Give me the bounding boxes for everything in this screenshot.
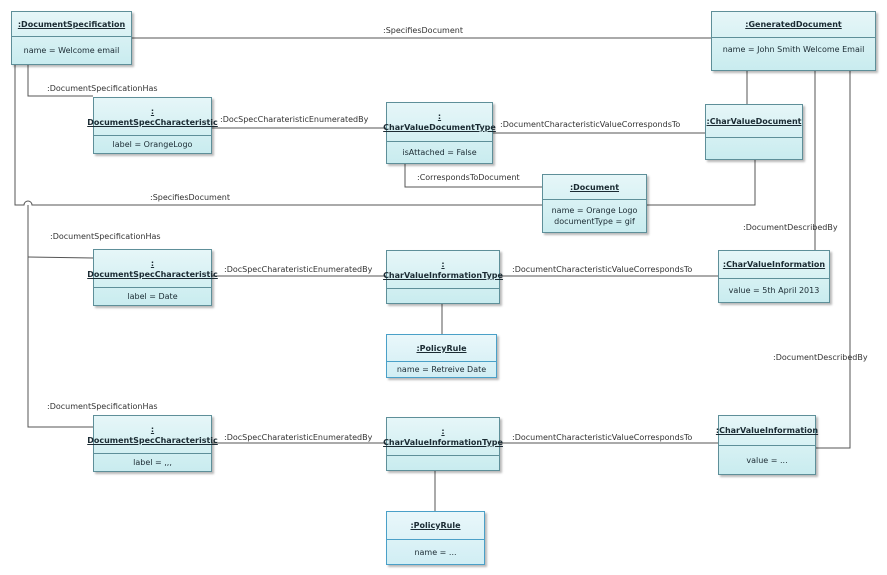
label-doc-spec-has-1: :DocumentSpecificationHas [47,84,158,93]
link-left-trunk[interactable] [27,205,93,428]
label-specifies-document-top: :SpecifiesDocument [383,26,463,35]
object-title: :CharValueInformation [715,426,819,435]
object-title-prefix: : [150,106,155,116]
label-specifies-document-mid: :SpecifiesDocument [150,193,230,202]
object-char-value-information-type-1[interactable]: : CharValueInformationType [383,250,503,304]
object-title: DocumentSpecCharacteristic [87,269,218,279]
object-char-value-document-type[interactable]: : CharValueDocumentType isAttached = Fal… [383,102,496,164]
object-document-specification[interactable]: :DocumentSpecification name = Welcome em… [11,11,132,65]
label-enumerated-by-3: :DocSpecCharateristicEnumeratedBy [224,433,373,442]
object-title-area: : DocumentSpecCharacteristic [87,98,218,136]
object-attribute: documentType = gif [554,217,635,226]
label-described-by-1: :DocumentDescribedBy [743,223,838,232]
label-enumerated-by-1: :DocSpecCharateristicEnumeratedBy [220,115,369,124]
object-attribute: name = Orange Logo [551,206,638,215]
object-title-area: : CharValueInformationType [383,418,503,456]
object-title-area: :CharValueInformation [719,251,829,279]
object-title-prefix: : [437,112,442,121]
object-title-area: : CharValueDocumentType [383,103,496,142]
link-doc-spec-has-2[interactable] [27,256,94,259]
object-title: DocumentSpecCharacteristic [87,117,218,127]
object-title-prefix: : [441,426,445,436]
object-attribute: label = Date [127,292,178,301]
object-doc-spec-characteristic-1[interactable]: : DocumentSpecCharacteristic label = Ora… [87,97,218,154]
link-cvd-to-document[interactable] [647,160,756,206]
object-attributes: name = Welcome email [12,37,131,64]
object-title: :PolicyRule [410,521,461,530]
object-char-value-information-type-2[interactable]: : CharValueInformationType [383,417,503,471]
object-title-prefix: : [150,258,155,268]
object-generated-document[interactable]: :GeneratedDocument name = John Smith Wel… [711,11,876,71]
object-title-area: :DocumentSpecification [12,12,131,37]
object-attribute: label = OrangeLogo [112,140,193,149]
object-attributes: name = Retreive Date [387,362,496,377]
label-corresponds-to-2: :DocumentCharacteristicValueCorrespondsT… [512,265,693,274]
object-title-prefix: : [150,424,155,434]
object-attributes: name = ... [387,540,484,564]
object-title: :CharValueDocument [706,116,802,126]
object-title-area: :GeneratedDocument [712,12,875,38]
object-doc-spec-characteristic-2[interactable]: : DocumentSpecCharacteristic label = Dat… [87,249,218,306]
label-corresponds-to-document: :CorrespondsToDocument [417,173,520,182]
object-attributes: name = John Smith Welcome Email [712,38,875,60]
object-title: CharValueDocumentType [383,123,496,132]
object-attributes: value = ... [719,446,815,474]
label-corresponds-to-1: :DocumentCharacteristicValueCorrespondsT… [500,120,681,129]
object-policy-rule-2[interactable]: :PolicyRule name = ... [386,511,485,565]
object-title: :PolicyRule [416,343,467,353]
object-title: :CharValueInformation [722,260,826,269]
object-attribute: name = Retreive Date [396,365,487,374]
object-title: :Document [569,182,620,192]
object-title-area: :CharValueDocument [706,105,802,138]
label-described-by-2: :DocumentDescribedBy [773,353,868,362]
object-attributes: value = 5th April 2013 [719,279,829,302]
object-title-prefix: : [441,259,445,269]
object-title-area: : CharValueInformationType [383,251,503,289]
object-title-area: : DocumentSpecCharacteristic [87,416,218,454]
label-doc-spec-has-2: :DocumentSpecificationHas [50,232,161,241]
object-attribute: value = 5th April 2013 [728,286,820,295]
object-title-area: : DocumentSpecCharacteristic [87,250,218,288]
object-title: CharValueInformationType [383,437,503,447]
label-enumerated-by-2: :DocSpecCharateristicEnumeratedBy [224,265,373,274]
object-attributes: label = ,,, [94,454,211,471]
object-char-value-information-2[interactable]: :CharValueInformation value = ... [715,415,819,475]
object-document[interactable]: :Document name = Orange Logo documentTyp… [542,174,647,233]
object-title-area: :CharValueInformation [715,416,819,446]
object-doc-spec-characteristic-3[interactable]: : DocumentSpecCharacteristic label = ,,, [87,415,218,472]
object-attribute: isAttached = False [402,148,477,157]
object-attribute: name = ... [414,547,457,557]
object-attributes: isAttached = False [387,142,492,163]
object-title-area: :Document [543,175,646,200]
object-policy-rule-1[interactable]: :PolicyRule name = Retreive Date [386,334,497,378]
object-title: DocumentSpecCharacteristic [87,435,218,445]
object-attributes: name = Orange Logo documentType = gif [543,200,646,232]
object-title: :DocumentSpecification [17,19,126,29]
label-corresponds-to-3: :DocumentCharacteristicValueCorrespondsT… [512,433,693,442]
object-attributes: label = Date [94,288,211,305]
object-title-area: :PolicyRule [387,512,484,540]
link-specifies-document-mid[interactable] [14,65,542,206]
object-title: :GeneratedDocument [745,20,842,29]
label-doc-spec-has-3: :DocumentSpecificationHas [47,402,158,411]
link-corresponds-to-document[interactable] [404,164,542,188]
object-attribute: name = John Smith Welcome Email [722,44,865,54]
object-attribute: value = ... [746,455,788,465]
object-title: CharValueInformationType [383,270,503,280]
object-char-value-document[interactable]: :CharValueDocument [705,104,803,160]
object-attribute: name = Welcome email [23,46,120,55]
object-attribute: label = ,,, [133,458,172,467]
link-described-by-2[interactable] [810,71,851,449]
object-char-value-information-1[interactable]: :CharValueInformation value = 5th April … [718,250,830,303]
object-title-area: :PolicyRule [387,335,496,362]
link-doc-spec-has-1[interactable] [27,65,93,97]
object-attributes: label = OrangeLogo [94,136,211,153]
